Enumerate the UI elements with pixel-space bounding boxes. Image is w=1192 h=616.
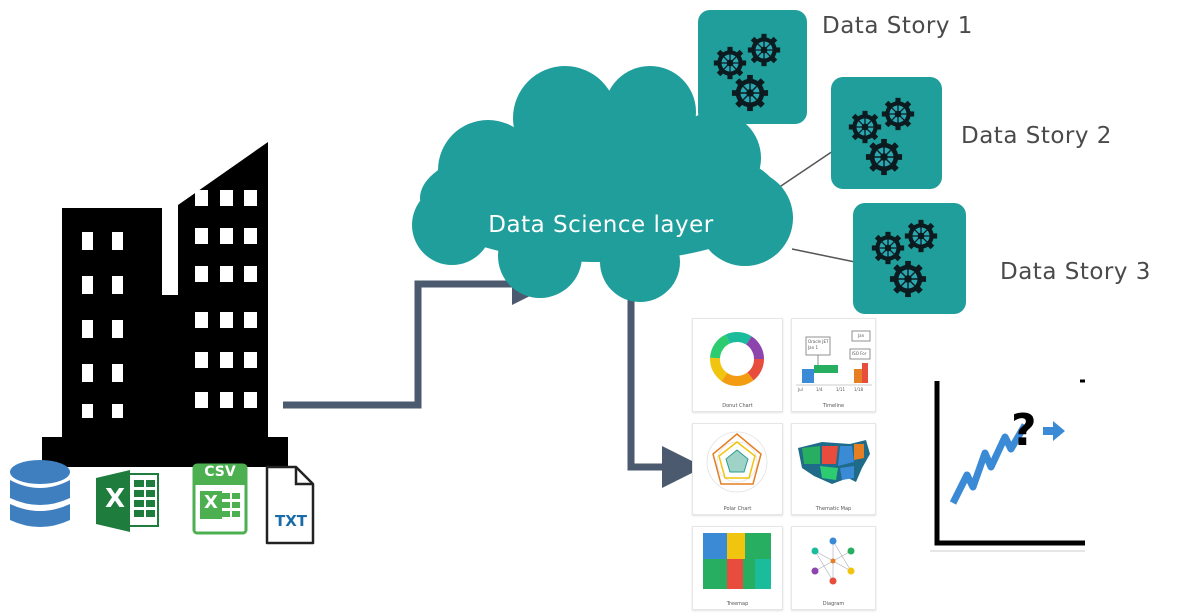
data-story-3-label: Data Story 3 — [1000, 259, 1151, 285]
data-story-1-label: Data Story 1 — [822, 13, 973, 39]
thematic-map-tile: Thematic Map — [791, 423, 876, 515]
csv-file-icon — [192, 463, 248, 535]
tile-caption: Donut Chart — [722, 403, 753, 409]
csv-label: CSV — [204, 464, 236, 480]
network-diagram-tile: Diagram — [791, 526, 876, 610]
database-icon — [10, 460, 70, 527]
donut-chart-tile: Donut Chart — [692, 318, 783, 412]
tile-caption: Diagram — [822, 601, 845, 607]
tile-caption: Polar Chart — [723, 506, 752, 512]
polar-chart-icon — [706, 431, 768, 493]
gear-group-2 — [848, 97, 915, 176]
txt-file-icon — [265, 465, 315, 545]
source-to-cloud-arrow — [283, 263, 554, 409]
timeline-chart-icon — [796, 330, 872, 386]
timeline-tile: Oracle JET Jan 1 Jan ISO For Jul 1/4 1/1… — [791, 318, 876, 412]
treemap-icon — [703, 533, 771, 589]
connector-story-3 — [791, 248, 856, 263]
connector-story-2 — [774, 150, 834, 191]
thematic-map-icon — [798, 440, 870, 484]
trend-prediction-icon: ? — [930, 379, 1085, 552]
cloud-label: Data Science layer — [488, 212, 714, 238]
tile-caption: Thematic Map — [815, 506, 852, 512]
gear-group-3 — [871, 219, 938, 298]
timeline-tick: 1/4 — [816, 387, 823, 392]
network-diagram-icon — [811, 537, 855, 585]
visualization-gallery: Donut Chart Oracle JET Jan 1 Jan ISO For… — [692, 318, 884, 610]
excel-icon — [96, 470, 159, 532]
timeline-tick: Jul — [798, 387, 803, 392]
timeline-box1b-label: Jan 1 — [808, 345, 818, 350]
timeline-box3-label: ISO For — [852, 351, 867, 356]
timeline-tick: 1/18 — [854, 387, 863, 392]
gear-group-1 — [713, 33, 781, 112]
polar-chart-tile: Polar Chart — [692, 423, 783, 515]
data-story-2-label: Data Story 2 — [961, 123, 1112, 149]
csv-badge: X — [204, 492, 218, 513]
donut-chart-icon — [710, 332, 764, 386]
timeline-tick: 1/11 — [836, 387, 845, 392]
txt-label: TXT — [274, 512, 308, 530]
label-background — [66, 537, 156, 567]
tile-caption: Treemap — [726, 601, 749, 607]
excel-badge: X — [104, 484, 126, 514]
cloud-to-gallery-arrow — [627, 296, 704, 488]
svg-text:?: ? — [1011, 405, 1037, 456]
treemap-tile: Treemap — [692, 526, 783, 610]
tile-caption: Timeline — [822, 403, 845, 409]
timeline-box1-label: Oracle JET — [808, 339, 829, 344]
timeline-box2-label: Jan — [858, 333, 865, 338]
